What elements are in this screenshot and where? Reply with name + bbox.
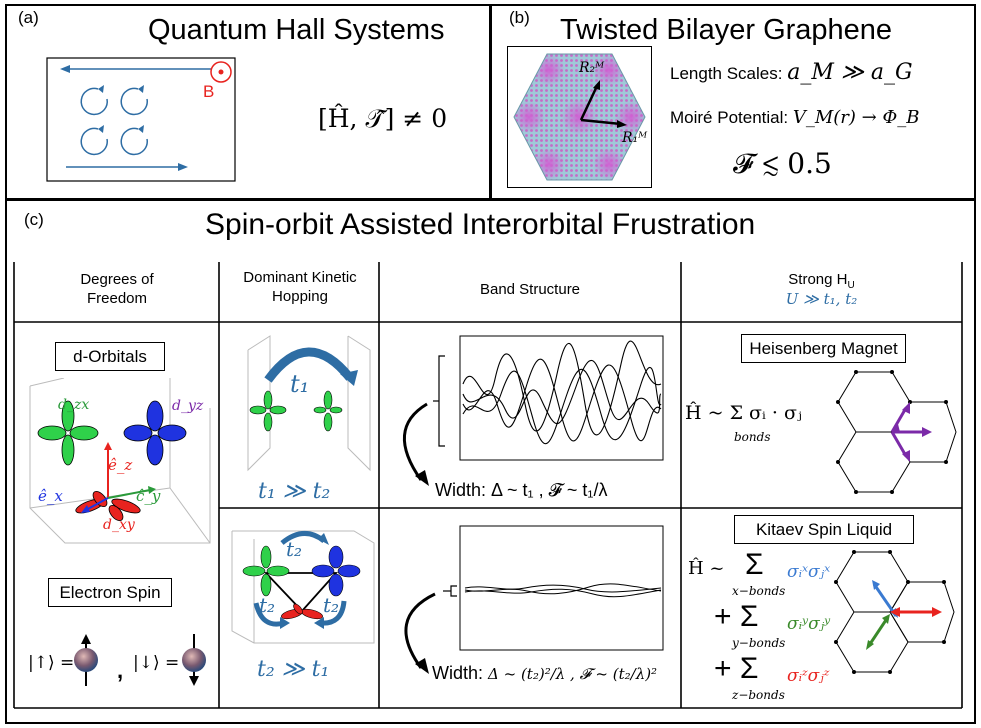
kitaev-x-bonds: x−bonds bbox=[732, 584, 786, 598]
spin-down-icon bbox=[182, 634, 206, 686]
panel-c-title: Spin-orbit Assisted Interorbital Frustra… bbox=[205, 208, 756, 241]
width-flat-line: Width: Δ ~ (t₂)²/λ , 𝓕 ~ (t₂/λ)² bbox=[432, 663, 657, 684]
width-flat-expr: Δ ~ (t₂)²/λ , 𝓕 ~ (t₂/λ)² bbox=[488, 665, 658, 683]
t1-hopping-diagram bbox=[247, 335, 371, 472]
col4-header-sub: U bbox=[847, 280, 855, 291]
kitaev-x-term: σᵢˣσⱼˣ bbox=[787, 562, 831, 582]
t1-label: t₁ bbox=[290, 370, 310, 398]
axis-ez-label: ê_z bbox=[108, 456, 133, 474]
panel-c-tag: (c) bbox=[24, 210, 44, 229]
t2-label-left: t₂ bbox=[259, 593, 276, 617]
kitaev-z-term: σᵢᶻσⱼᶻ bbox=[787, 666, 830, 686]
divider-top-bottom bbox=[5, 198, 976, 201]
heisenberg-honeycomb bbox=[836, 370, 957, 494]
kitaev-y-bonds: y−bonds bbox=[732, 636, 786, 650]
frustration-value: 𝓕 ≲ 0.5 bbox=[733, 147, 832, 180]
band-structure-wide bbox=[403, 335, 664, 486]
width-flat-prefix: Width: bbox=[432, 663, 489, 683]
moire-potential-expr: V_M(r) → Φ_B bbox=[792, 107, 920, 128]
spin-up-label: |↑⟩ = bbox=[28, 653, 75, 673]
col1-header: Degrees of Freedom bbox=[80, 271, 154, 307]
kitaev-x-sum: Σ bbox=[745, 548, 764, 581]
t2-label-top: t₂ bbox=[286, 537, 303, 561]
commutator-expression: [Ĥ, 𝒯̂] ≠ 0 bbox=[318, 104, 448, 133]
kitaev-z-sum: + Σ bbox=[714, 652, 759, 685]
length-scales-prefix: Length Scales: bbox=[670, 64, 788, 83]
divider-a-b bbox=[489, 4, 492, 201]
moire-potential-prefix: Moiré Potential: bbox=[670, 108, 793, 127]
col4-header: Strong HU bbox=[681, 271, 962, 291]
spin-comma: , bbox=[117, 658, 124, 683]
d-orbital-box-diagram bbox=[29, 378, 211, 544]
panel-a-title: Quantum Hall Systems bbox=[148, 14, 445, 46]
width-wide-label: Width: Δ ~ t₁ , 𝓕 ~ t₁/λ bbox=[435, 480, 608, 500]
b-field-label: B bbox=[203, 82, 215, 101]
col4-condition: U ≫ t₁, t₂ bbox=[785, 290, 858, 308]
panel-a-tag: (a) bbox=[18, 8, 39, 27]
moire-image-frame bbox=[507, 46, 652, 188]
col2-header: Dominant Kinetic Hopping bbox=[243, 269, 357, 305]
axis-ey-label: ĉ_y bbox=[136, 487, 161, 505]
orbital-dyz-label: d_yz bbox=[172, 398, 204, 414]
heisenberg-magnet-label: Heisenberg Magnet bbox=[741, 334, 906, 363]
moire-potential-line: Moiré Potential: V_M(r) → Φ_B bbox=[670, 107, 919, 128]
col3-header: Band Structure bbox=[479, 281, 581, 298]
moire-lattice-image bbox=[513, 53, 646, 181]
vector-r1-label: R₁ᴹ bbox=[622, 130, 648, 146]
t2-condition: t₂ ≫ t₁ bbox=[257, 657, 330, 682]
kitaev-spin-liquid-label: Kitaev Spin Liquid bbox=[734, 515, 914, 544]
spin-up-icon bbox=[74, 634, 98, 686]
kitaev-h: Ĥ ~ bbox=[688, 558, 725, 579]
kitaev-honeycomb bbox=[834, 550, 955, 674]
spin-down-label: |↓⟩ = bbox=[133, 653, 180, 673]
panel-b-title: Twisted Bilayer Graphene bbox=[560, 14, 893, 46]
kitaev-y-term: σᵢʸσⱼʸ bbox=[787, 614, 831, 634]
d-orbitals-label: d-Orbitals bbox=[55, 342, 165, 371]
t2-label-right: t₂ bbox=[323, 593, 340, 617]
orbital-dxy-label: d_xy bbox=[103, 517, 135, 533]
orbital-dzx-label: d_zx bbox=[58, 397, 90, 413]
electron-spin-label: Electron Spin bbox=[48, 578, 172, 607]
t1-condition: t₁ ≫ t₂ bbox=[258, 479, 331, 504]
length-scales-expr: a_M ≫ a_G bbox=[787, 60, 913, 85]
heisenberg-bonds: bonds bbox=[734, 430, 771, 444]
panel-b-tag: (b) bbox=[509, 8, 530, 27]
kitaev-y-sum: + Σ bbox=[714, 600, 759, 633]
heisenberg-hamiltonian: Ĥ ~ Σ σᵢ · σⱼ bbox=[685, 402, 802, 424]
band-structure-flat bbox=[404, 525, 664, 674]
kitaev-z-bonds: z−bonds bbox=[732, 688, 785, 702]
vector-r2-label: R₂ᴹ bbox=[579, 60, 605, 76]
quantum-hall-diagram bbox=[46, 57, 236, 182]
t2-hopping-diagram bbox=[231, 530, 375, 644]
col4-header-text: Strong H bbox=[788, 271, 848, 288]
length-scales-line: Length Scales: a_M ≫ a_G bbox=[670, 60, 913, 85]
axis-ex-label: ê_x bbox=[38, 487, 63, 505]
